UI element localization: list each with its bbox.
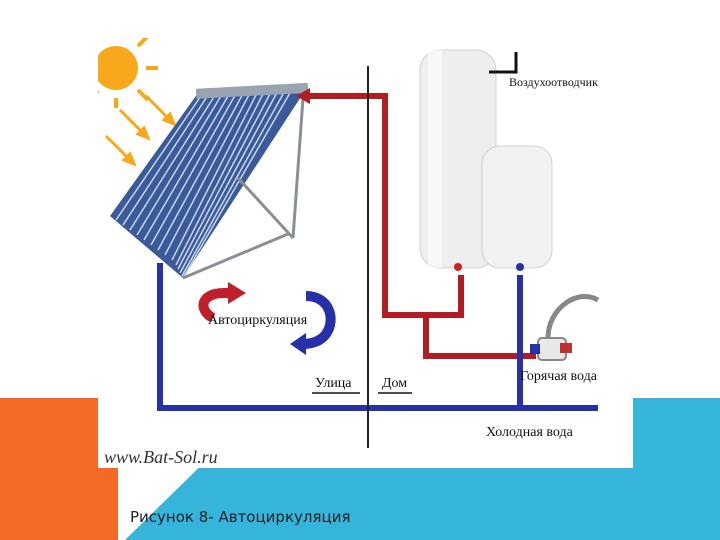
- air-vent-label: Воздухоотводчик: [509, 75, 598, 89]
- street-label: Улица: [315, 376, 352, 391]
- circulation-arrow-blue: [290, 291, 336, 355]
- house-label: Дом: [382, 376, 407, 391]
- small-water-tank: [481, 145, 553, 271]
- orange-corner-shape: [0, 398, 118, 540]
- watermark: www.Bat-Sol.ru: [104, 447, 218, 467]
- sunlight-arrows: [104, 94, 177, 167]
- air-vent-icon: [489, 52, 518, 74]
- autocirculation-figure: Воздухоотводчик Автоциркуляция Улица Дом…: [90, 28, 633, 468]
- hot-water-pipe: [303, 93, 536, 359]
- autocirculation-label: Автоциркуляция: [208, 313, 308, 328]
- figure-caption: Рисунок 8- Автоциркуляция: [130, 508, 351, 526]
- circulation-arrow-red: [198, 282, 246, 323]
- large-water-tank: [419, 49, 497, 271]
- cold-water-label: Холодная вода: [486, 425, 574, 440]
- faucet-icon: [530, 293, 600, 361]
- solar-collector: [110, 82, 309, 280]
- hot-flow-arrowhead: [296, 88, 310, 104]
- diagram-svg: Воздухоотводчик Автоциркуляция Улица Дом…: [90, 28, 600, 467]
- cold-water-pipe: [157, 263, 598, 411]
- hot-water-label: Горячая вода: [520, 369, 598, 384]
